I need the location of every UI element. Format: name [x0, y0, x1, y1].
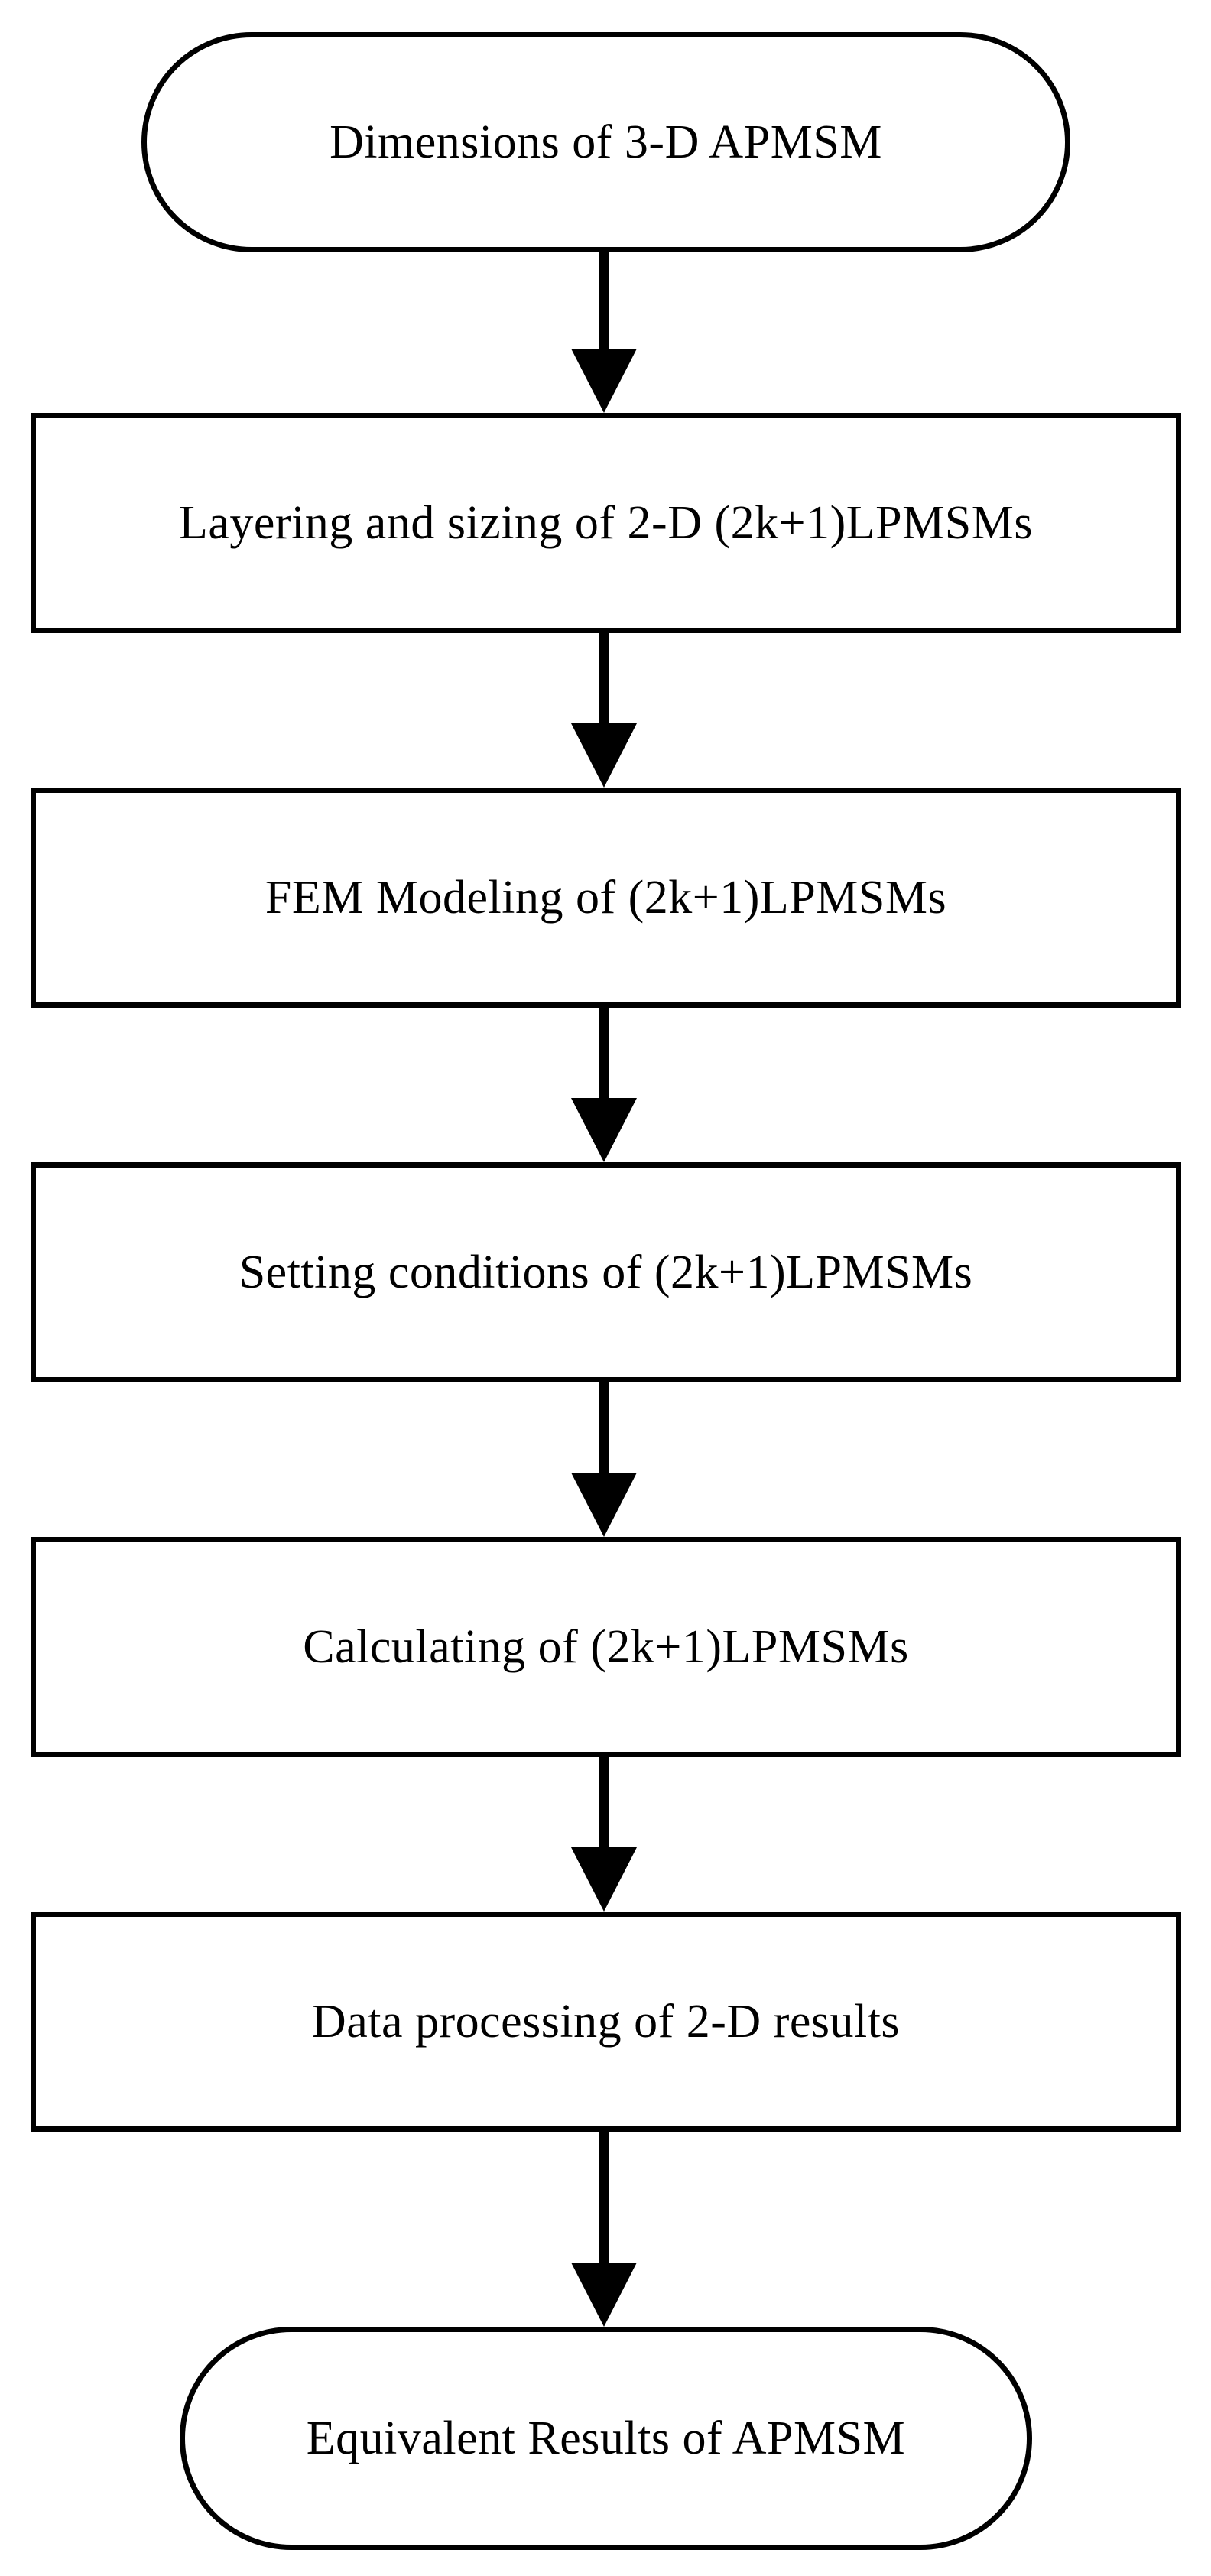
arrow-start-step1-shaft: [599, 252, 609, 350]
node-step1-label: Layering and sizing of 2-D (2k+1)LPMSMs: [179, 496, 1033, 549]
arrow-step3-step4-head: [571, 1473, 637, 1537]
node-end: Equivalent Results of APMSM: [180, 2327, 1032, 2550]
arrow-step4-step5-shaft: [599, 1757, 609, 1849]
arrow-step4-step5-head: [571, 1847, 637, 1912]
arrow-step5-end-head: [571, 2263, 637, 2327]
arrow-step2-step3-shaft: [599, 1008, 609, 1100]
node-step3: Setting conditions of (2k+1)LPMSMs: [31, 1162, 1181, 1382]
node-step3-label: Setting conditions of (2k+1)LPMSMs: [239, 1246, 973, 1298]
node-step4: Calculating of (2k+1)LPMSMs: [31, 1537, 1181, 1757]
node-step5: Data processing of 2-D results: [31, 1912, 1181, 2132]
arrow-step5-end-shaft: [599, 2132, 609, 2264]
node-step2-label: FEM Modeling of (2k+1)LPMSMs: [265, 871, 947, 924]
node-end-label: Equivalent Results of APMSM: [306, 2412, 906, 2464]
arrow-step3-step4-shaft: [599, 1382, 609, 1474]
node-step1: Layering and sizing of 2-D (2k+1)LPMSMs: [31, 413, 1181, 633]
node-step2: FEM Modeling of (2k+1)LPMSMs: [31, 788, 1181, 1008]
arrow-step1-step2-shaft: [599, 633, 609, 725]
node-step5-label: Data processing of 2-D results: [311, 1995, 901, 2048]
arrow-step1-step2-head: [571, 723, 637, 788]
node-start: Dimensions of 3-D APMSM: [141, 32, 1070, 252]
arrow-start-step1-head: [571, 349, 637, 413]
arrow-step2-step3-head: [571, 1098, 637, 1162]
node-step4-label: Calculating of (2k+1)LPMSMs: [303, 1620, 909, 1673]
node-start-label: Dimensions of 3-D APMSM: [330, 115, 882, 168]
